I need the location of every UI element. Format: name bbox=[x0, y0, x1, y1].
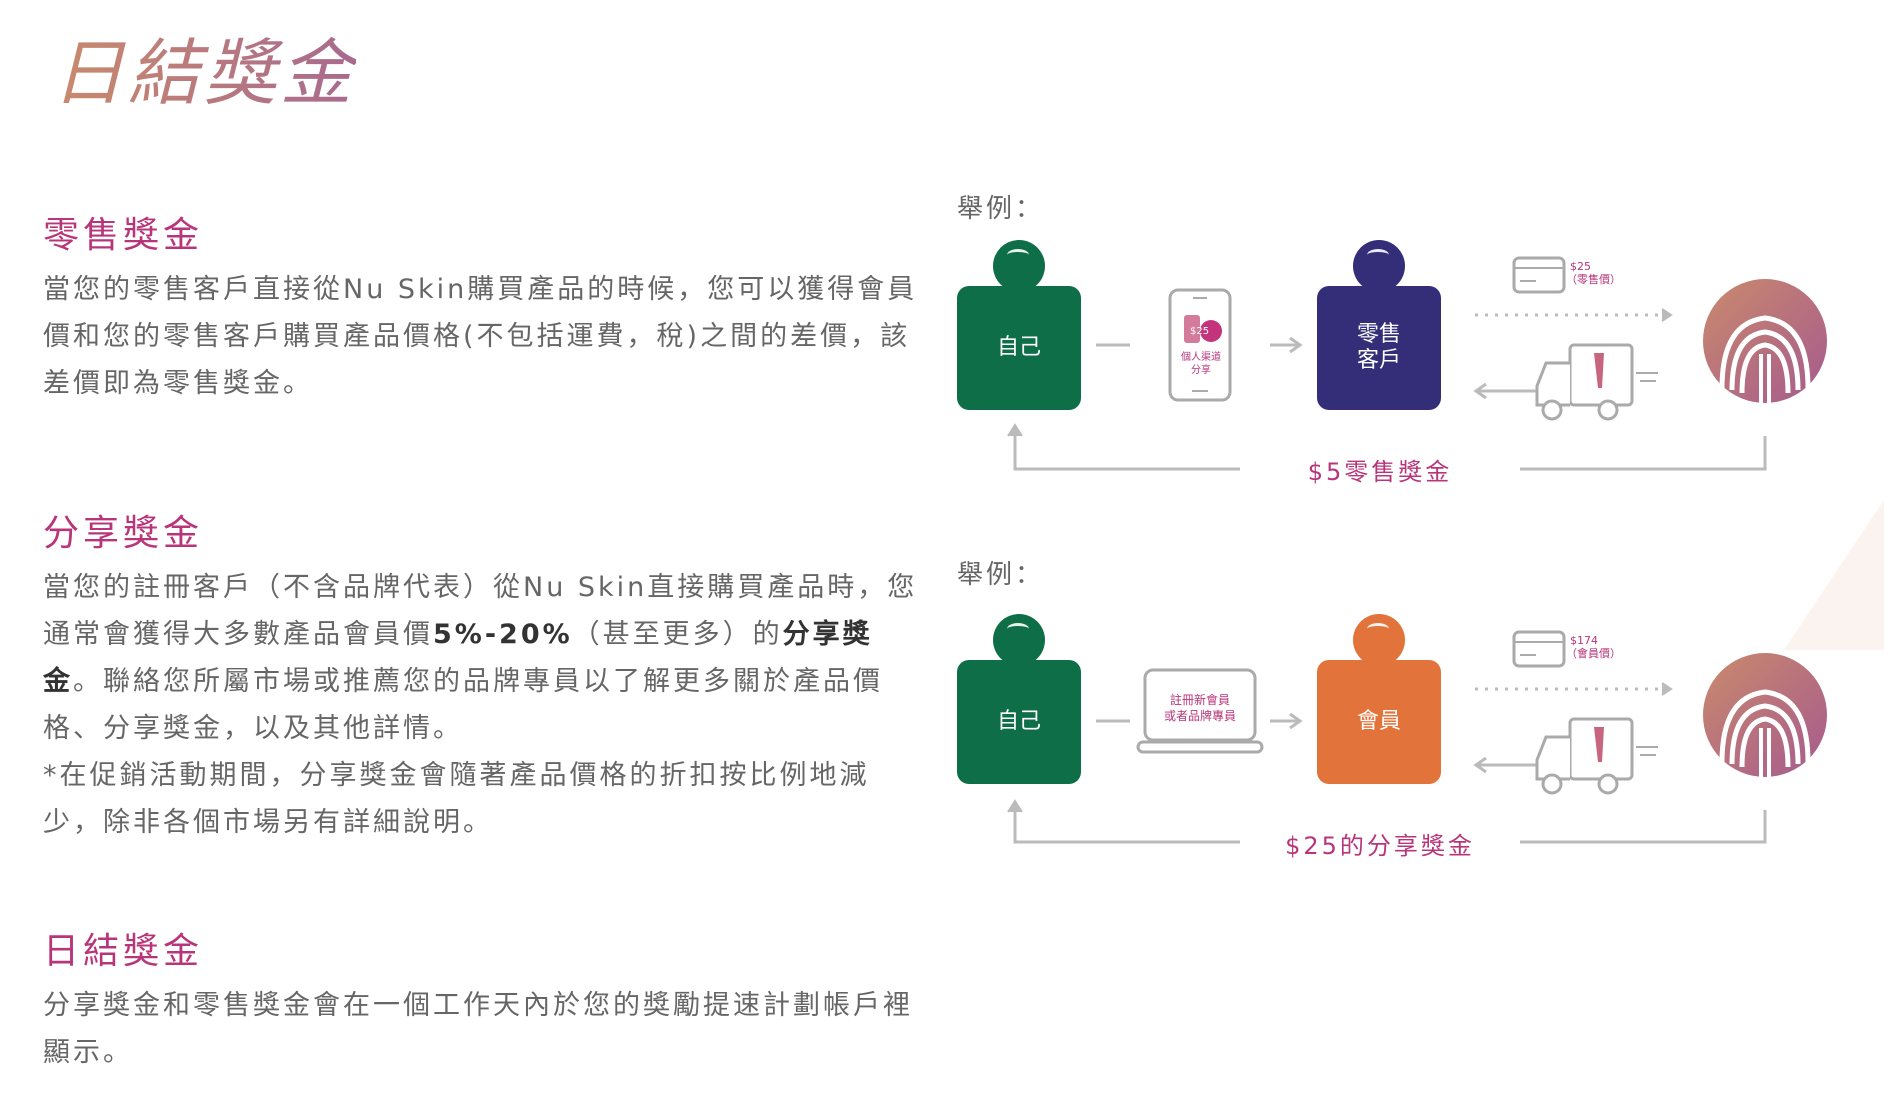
retail-customer-label: 零售客戶 bbox=[1317, 286, 1441, 410]
sharing-bonus-section: 分享獎金 當您的註冊客戶（不含品牌代表）從Nu Skin直接購買產品時，您通常會… bbox=[43, 511, 923, 846]
retail-customer-label-2: 客戶 bbox=[1356, 348, 1401, 373]
phone-icon bbox=[1168, 288, 1232, 402]
retail-bonus-section: 零售獎金 當您的零售客戶直接從Nu Skin購買產品的時候，您可以獲得會員價和您… bbox=[43, 213, 923, 407]
person-head bbox=[1353, 240, 1405, 292]
person-head bbox=[993, 614, 1045, 666]
return-loop-line bbox=[1007, 423, 1767, 471]
page-title: 日結獎金 bbox=[52, 31, 357, 115]
return-loop-line bbox=[1007, 799, 1767, 844]
sharing-body-part-1: 當您的註冊客戶（不含品牌代表）從Nu Skin直接購買產品時，您通常會獲得大多數… bbox=[43, 571, 918, 650]
retail-diagram-lines bbox=[1007, 256, 1767, 471]
sharing-bonus-heading: 分享獎金 bbox=[43, 513, 204, 554]
dotted-arrow-right-icon bbox=[1475, 308, 1673, 322]
laptop-caption-1: 註冊新會員 bbox=[1169, 693, 1230, 707]
nu-skin-logo bbox=[1703, 653, 1827, 778]
daily-bonus-section: 日結獎金 分享獎金和零售獎金會在一個工作天內於您的獎勵提速計劃帳戶裡顯示。 bbox=[43, 929, 923, 1076]
self-label: 自己 bbox=[957, 286, 1081, 410]
delivery-truck-icon bbox=[1535, 343, 1658, 421]
card-price: $25 bbox=[1570, 260, 1591, 273]
retail-customer-label-1: 零售 bbox=[1356, 322, 1401, 347]
self-label: 自己 bbox=[957, 660, 1081, 784]
corner-decoration bbox=[1784, 500, 1884, 650]
nu-skin-logo bbox=[1703, 279, 1827, 404]
retail-bonus-body: 當您的零售客戶直接從Nu Skin購買產品的時候，您可以獲得會員價和您的零售客戶… bbox=[43, 273, 918, 399]
credit-card-icon bbox=[1512, 630, 1566, 668]
sharing-bonus-term: 分享獎金 bbox=[43, 618, 873, 697]
card-caption: （零售價） bbox=[1566, 273, 1621, 286]
sharing-bonus-amount: $25的分享獎金 bbox=[1285, 832, 1475, 860]
laptop-icon bbox=[1136, 668, 1264, 754]
sharing-note: *在促銷活動期間，分享獎金會隨著產品價格的折扣按比例地減少，除非各個市場另有詳細… bbox=[43, 759, 870, 838]
laptop-caption-2: 或者品牌專員 bbox=[1163, 709, 1236, 723]
retail-example-diagram: 舉例： bbox=[940, 188, 1840, 518]
phone-caption-1: 個人渠道 bbox=[1181, 352, 1221, 363]
phone-caption-2: 分享 bbox=[1191, 365, 1211, 376]
sharing-body-part-3: 。聯絡您所屬市場或推薦您的品牌專員以了解更多關於產品價格、分享獎金，以及其他詳情… bbox=[43, 665, 883, 744]
example-label: 舉例： bbox=[957, 560, 1045, 590]
retail-bonus-heading: 零售獎金 bbox=[43, 215, 204, 256]
example-label: 舉例： bbox=[957, 194, 1045, 224]
sharing-percent: 5%-20% bbox=[433, 618, 573, 650]
daily-bonus-heading: 日結獎金 bbox=[43, 931, 204, 972]
delivery-truck-icon bbox=[1535, 717, 1658, 795]
arrow-right-icon bbox=[1270, 712, 1303, 730]
sharing-example-diagram: 舉例： bbox=[940, 554, 1840, 884]
dotted-arrow-right-icon bbox=[1475, 682, 1673, 696]
card-caption: （會員價） bbox=[1566, 647, 1621, 660]
person-head bbox=[993, 240, 1045, 292]
retail-bonus-amount: $5零售獎金 bbox=[1307, 458, 1453, 486]
card-price: $174 bbox=[1570, 634, 1598, 647]
phone-price: $25 bbox=[1190, 326, 1210, 337]
sharing-diagram-lines bbox=[1007, 630, 1767, 844]
member-label: 會員 bbox=[1317, 660, 1441, 784]
person-head bbox=[1353, 614, 1405, 666]
sharing-body-part-2: （甚至更多）的 bbox=[572, 618, 783, 650]
sharing-bonus-body: 當您的註冊客戶（不含品牌代表）從Nu Skin直接購買產品時，您通常會獲得大多數… bbox=[43, 564, 923, 846]
daily-bonus-body: 分享獎金和零售獎金會在一個工作天內於您的獎勵提速計劃帳戶裡顯示。 bbox=[43, 989, 913, 1068]
arrow-right-icon bbox=[1270, 336, 1303, 354]
credit-card-icon bbox=[1512, 256, 1566, 294]
